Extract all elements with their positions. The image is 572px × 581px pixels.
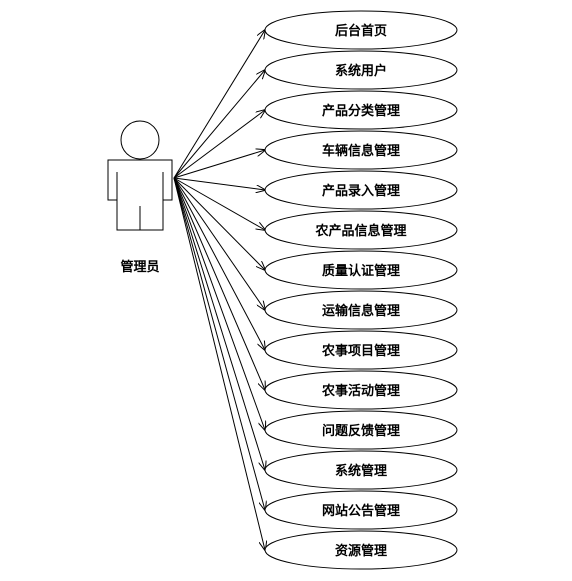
use-case-ellipse: [264, 170, 458, 210]
use-case-ellipse: [264, 530, 458, 570]
use-case-ellipse: [264, 330, 458, 370]
association-line: [173, 177, 265, 190]
association-line: [173, 177, 265, 270]
association-line: [173, 177, 265, 310]
association-line: [173, 70, 265, 179]
use-case: 系统用户: [264, 50, 458, 90]
association-line: [173, 177, 265, 430]
use-case: 问题反馈管理: [264, 410, 458, 450]
use-case-ellipse: [264, 410, 458, 450]
use-case: 产品录入管理: [264, 170, 458, 210]
association-line: [173, 177, 265, 350]
actor-label: 管理员: [120, 259, 159, 275]
use-case: 农事活动管理: [264, 370, 458, 410]
association-line: [173, 30, 265, 179]
actor: 管理员: [107, 120, 173, 275]
associations: [173, 30, 265, 550]
use-case: 运输信息管理: [264, 290, 458, 330]
association-line: [173, 177, 265, 390]
use-case-ellipse: [264, 370, 458, 410]
association-line: [173, 177, 265, 230]
use-case-ellipse: [264, 290, 458, 330]
use-case-label: 运输信息管理: [322, 303, 400, 319]
use-case: 产品分类管理: [264, 90, 458, 130]
use-case: 农事项目管理: [264, 330, 458, 370]
association-line: [173, 177, 265, 550]
association-line: [173, 110, 265, 179]
use-case-label: 产品分类管理: [322, 103, 400, 119]
use-case-label: 农事项目管理: [321, 343, 400, 359]
use-case-ellipse: [264, 250, 458, 290]
use-case-ellipse: [264, 10, 458, 50]
use-case: 车辆信息管理: [264, 130, 458, 170]
use-case: 系统管理: [264, 450, 458, 490]
use-case-label: 后台首页: [335, 23, 387, 39]
use-case-ellipse: [264, 450, 458, 490]
use-case: 后台首页: [264, 10, 458, 50]
use-case: 质量认证管理: [264, 250, 458, 290]
association-line: [173, 177, 265, 510]
use-case-ellipse: [264, 490, 458, 530]
use-case: 资源管理: [264, 530, 458, 570]
association-line: [173, 177, 265, 470]
use-case-ellipse: [264, 210, 458, 250]
use-case-ellipse: [264, 50, 458, 90]
use-case-ellipse: [264, 90, 458, 130]
use-case-label: 系统用户: [335, 63, 387, 79]
use-case-label: 产品录入管理: [322, 183, 400, 199]
association-line: [173, 150, 265, 179]
use-case-label: 网站公告管理: [322, 503, 400, 519]
use-case-label: 车辆信息管理: [322, 143, 400, 159]
use-case-label: 农产品信息管理: [314, 223, 406, 239]
use-cases: 后台首页系统用户产品分类管理车辆信息管理产品录入管理农产品信息管理质量认证管理运…: [264, 10, 458, 570]
use-case: 农产品信息管理: [264, 210, 458, 250]
use-case-label: 农事活动管理: [321, 383, 400, 399]
actor-body: [107, 159, 173, 231]
use-case-label: 问题反馈管理: [322, 423, 400, 439]
use-case-label: 系统管理: [335, 463, 387, 479]
use-case: 网站公告管理: [264, 490, 458, 530]
use-case-label: 质量认证管理: [322, 263, 400, 279]
actor-head: [120, 120, 160, 160]
use-case-label: 资源管理: [335, 543, 387, 559]
person-icon: [107, 120, 173, 231]
use-case-ellipse: [264, 130, 458, 170]
